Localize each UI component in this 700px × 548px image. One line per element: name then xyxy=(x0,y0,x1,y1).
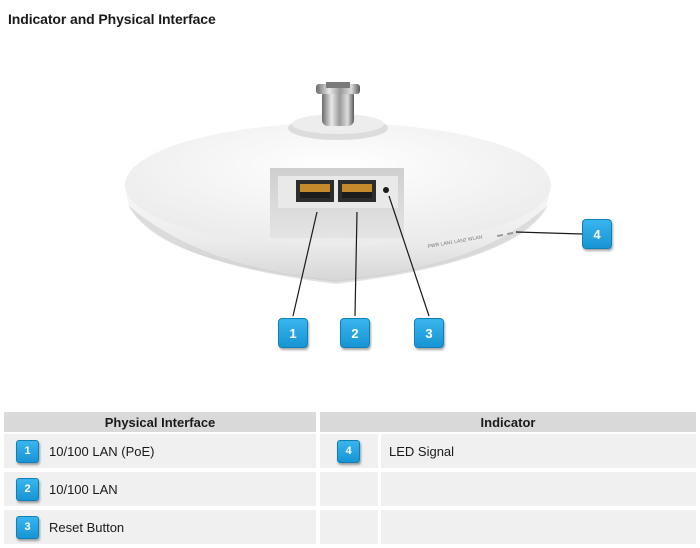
physical-interface-header: Physical Interface xyxy=(4,412,316,432)
empty-cell xyxy=(320,472,378,506)
callout-1: 1 xyxy=(278,318,308,348)
row-label: 10/100 LAN (PoE) xyxy=(49,443,155,459)
indicator-label-cell: LED Signal xyxy=(381,434,696,468)
empty-cell xyxy=(320,510,378,544)
callout-3: 3 xyxy=(414,318,444,348)
reset-hole xyxy=(383,187,389,193)
page-title: Indicator and Physical Interface xyxy=(8,11,216,27)
table-row: 3 Reset Button xyxy=(4,510,316,544)
device-illustration: PWR LAN1 LAN2 WLAN xyxy=(125,82,583,317)
row-number-badge: 2 xyxy=(16,477,39,501)
table-row: 2 10/100 LAN xyxy=(4,472,316,506)
table-row: 1 10/100 LAN (PoE) xyxy=(4,434,316,468)
row-number-badge: 3 xyxy=(16,515,39,539)
leader-lines xyxy=(292,195,583,317)
row-number-badge: 4 xyxy=(337,439,360,463)
callout-4: 4 xyxy=(582,219,612,249)
indicator-header: Indicator xyxy=(320,412,696,432)
row-label: 10/100 LAN xyxy=(49,481,118,497)
mount-post xyxy=(322,90,354,126)
row-label: LED Signal xyxy=(389,443,455,459)
indicator-number-cell: 4 xyxy=(320,434,378,468)
empty-cell xyxy=(381,510,696,544)
lan-port-2 xyxy=(338,180,376,202)
empty-cell xyxy=(381,472,696,506)
lan-port-1 xyxy=(296,180,334,202)
row-label: Reset Button xyxy=(49,519,125,535)
row-number-badge: 1 xyxy=(16,439,39,463)
callout-2: 2 xyxy=(340,318,370,348)
